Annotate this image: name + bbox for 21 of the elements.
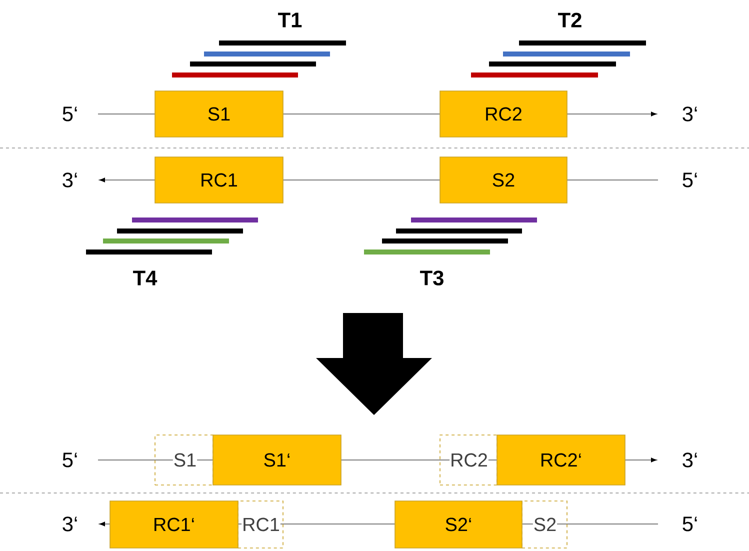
segment-box: RC1: [154, 156, 284, 204]
segment-box: S1‘: [212, 434, 342, 486]
strand-end-label: 5‘: [682, 516, 697, 532]
segment-box: RC2: [440, 90, 568, 138]
segment-box: S2: [440, 156, 568, 204]
strand-end-label: 3‘: [62, 172, 77, 188]
segment-box: RC2‘: [496, 434, 626, 486]
segment-box: S1: [154, 90, 284, 138]
strand-end-label: 3‘: [682, 452, 697, 468]
segment-box: RC1‘: [110, 500, 238, 548]
strand-end-label: 5‘: [62, 106, 77, 122]
strand-end-label: 3‘: [62, 516, 77, 532]
primer-label: T4: [133, 270, 158, 286]
primer-label: T1: [278, 12, 302, 28]
strand-end-label: 5‘: [62, 452, 77, 468]
segment-box: S2‘: [394, 500, 522, 548]
strand-end-label: 3‘: [682, 106, 697, 122]
dashed-box: RC2: [440, 434, 498, 486]
primer-label: T3: [420, 270, 444, 286]
strand-end-label: 5‘: [682, 172, 697, 188]
primer-label: T2: [558, 12, 582, 28]
